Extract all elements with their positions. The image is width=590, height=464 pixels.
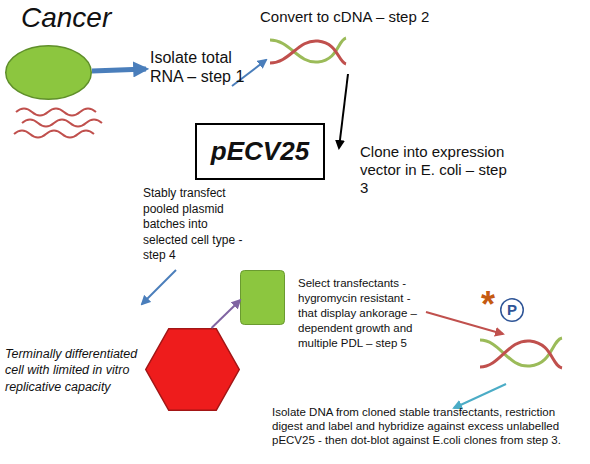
rna-strand [22, 120, 102, 127]
rna-strand [14, 131, 94, 138]
rna-strand [16, 109, 96, 116]
cdna-strand [270, 41, 346, 64]
node-heading: Cancer [21, 2, 151, 34]
tumor-ellipse-shape [6, 46, 92, 100]
flow-connector [212, 300, 241, 328]
vector-box: pECV25 [195, 123, 325, 180]
transfectant-cell-shape [241, 271, 285, 325]
dna-strand [480, 341, 562, 368]
flow-arrow [142, 270, 176, 304]
differentiated-cell: Terminally differentiated cell with limi… [145, 328, 240, 411]
label-asterisk: * [481, 284, 511, 325]
flow-arrow [454, 384, 506, 408]
step-label: Isolate total RNA – step 1 [150, 48, 262, 86]
step-label: Clone into expression vector in E. coli … [360, 143, 512, 197]
label-circle-shape [501, 299, 524, 322]
step-label: Isolate DNA from cloned stable transfect… [272, 406, 577, 447]
label-circle: P [500, 298, 524, 322]
step-label: Stably transfect pooled plasmid batches … [143, 186, 243, 264]
flow-arrow [339, 74, 348, 148]
phosphate-label: P [500, 298, 524, 322]
vector-name: pECV25 [195, 123, 325, 180]
tumor-ellipse: Cancer [5, 45, 92, 100]
transfectant-cell-outline [240, 270, 285, 325]
tumor-ellipse-outline [5, 45, 92, 100]
transfectant-cell: Select transfectants - hygromycin resist… [240, 270, 285, 325]
differentiated-cell-outline [145, 328, 240, 411]
flow-arrow [92, 69, 146, 71]
vector-box-shape [196, 124, 324, 179]
step-note: Select transfectants - hygromycin resist… [298, 276, 430, 351]
cell-description: Terminally differentiated cell with limi… [5, 346, 141, 395]
step-label: Convert to cDNA – step 2 [260, 8, 490, 25]
differentiated-cell-shape [146, 329, 240, 411]
